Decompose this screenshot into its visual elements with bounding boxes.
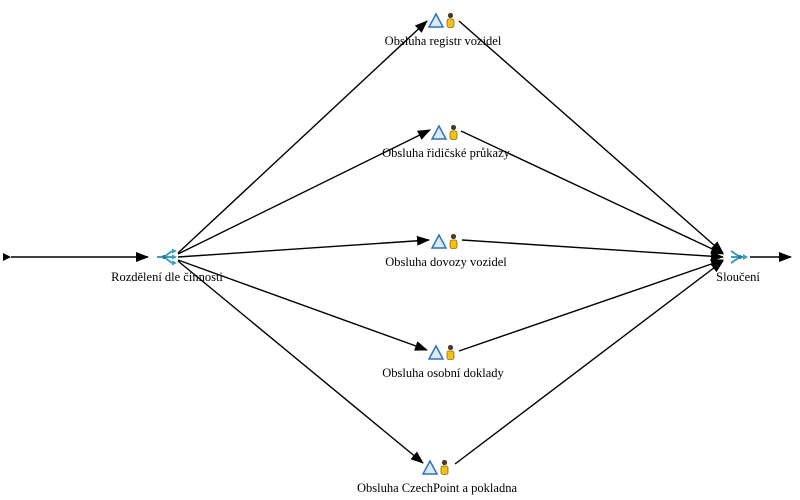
activity-node-czechpoint-pokladna[interactable]: Obsluha CzechPoint a pokladna xyxy=(347,457,527,496)
activity-label: Obsluha CzechPoint a pokladna xyxy=(356,481,518,495)
edge-split-to-activity-2 xyxy=(177,129,431,255)
edge-split-to-activity-1 xyxy=(177,20,428,254)
merge-node-label: Sloučení xyxy=(716,270,760,284)
activity-label: Obsluha registr vozidel xyxy=(384,34,502,48)
activity-label: Obsluha řidičské průkazy xyxy=(382,146,510,160)
split-arrows-icon xyxy=(157,248,177,266)
activity-icon xyxy=(421,459,449,475)
activity-node-ridicske-prukazy[interactable]: Obsluha řidičské průkazy xyxy=(356,122,536,161)
activity-icon xyxy=(427,344,455,360)
start-cap xyxy=(3,253,11,261)
edge-activity-4-to-merge xyxy=(458,259,724,352)
split-node-label: Rozdělení dle činnosti xyxy=(111,270,223,284)
activity-node-registr-vozidel[interactable]: Obsluha registr vozidel xyxy=(353,10,533,49)
activity-icon xyxy=(430,124,458,140)
edge-split-to-activity-5 xyxy=(177,260,424,464)
edge-activity-5-to-merge xyxy=(454,260,724,465)
activity-node-osobni-doklady[interactable]: Obsluha osobní doklady xyxy=(353,342,533,381)
edge-activity-1-to-merge xyxy=(458,20,724,254)
activity-label: Obsluha osobní doklady xyxy=(382,366,504,380)
split-node[interactable]: Rozdělení dle činnosti xyxy=(77,248,257,285)
activity-icon xyxy=(427,12,455,28)
edge-activity-3-to-merge xyxy=(461,239,724,262)
merge-node[interactable]: Sloučení xyxy=(648,248,800,285)
activity-label: Obsluha dovozy vozidel xyxy=(385,255,507,269)
edge-split-to-activity-4 xyxy=(177,259,428,351)
activity-node-dovozy-vozidel[interactable]: Obsluha dovozy vozidel xyxy=(356,231,536,270)
merge-arrows-icon xyxy=(730,250,748,264)
activity-icon xyxy=(430,233,458,249)
edge-split-to-activity-3 xyxy=(177,235,430,258)
edge-activity-2-to-merge xyxy=(460,130,724,255)
